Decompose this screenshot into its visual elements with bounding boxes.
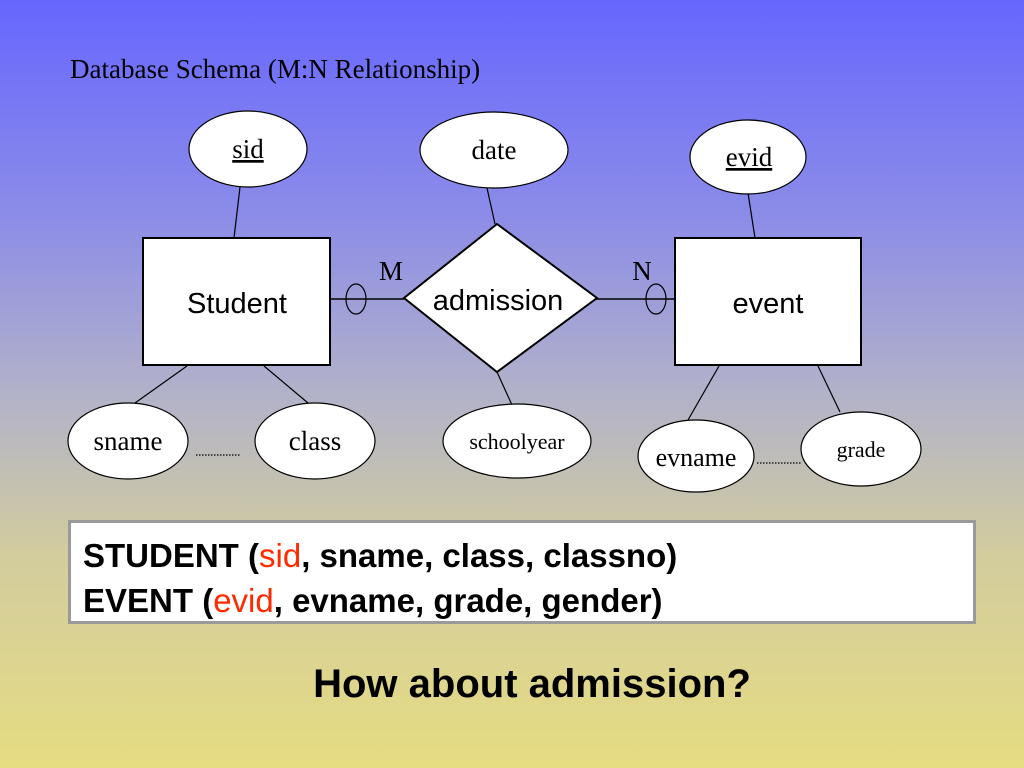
connector-date-admission [486,187,496,225]
connector-sname-student [134,365,188,404]
attribute-evname-label: evname [656,443,737,472]
question-text: How about admission? [313,662,751,706]
entity-event [674,237,862,366]
connector-evid-event [747,192,756,239]
slide-title: Database Schema (M:N Relationship) [70,54,481,84]
attribute-sid [188,110,308,188]
schema-student-prefix: STUDENT ( [83,537,259,574]
schema-event-prefix: EVENT ( [83,582,214,619]
connector-schoolyear-admission [496,371,513,406]
attribute-evid [689,119,807,195]
attribute-sname-label: sname [94,426,163,456]
cardinality-m-label: M [379,256,403,286]
schema-student-rest: , sname, class, classno) [301,537,678,574]
attribute-sname [67,402,189,480]
schema-student-line: STUDENT (sid, sname, class, classno) [83,533,961,578]
attribute-sid-label: sid [232,134,264,164]
cardinality-oval-right [645,283,667,315]
entity-student [142,237,331,366]
connector-sid-student [233,186,241,239]
cardinality-n-label: N [632,256,652,286]
attribute-date-label: date [472,135,517,165]
attribute-evname [637,419,755,493]
cardinality-oval-left [345,283,367,315]
attribute-schoolyear-label: schoolyear [469,429,565,454]
attribute-evid-label: evid [726,142,773,172]
attribute-class [254,402,376,480]
attribute-class-label: class [289,426,341,456]
relationship-admission-label: admission [433,285,564,317]
attribute-date [419,111,569,189]
connector-grade-event [817,365,841,413]
attribute-grade [800,411,922,487]
entity-event-label: event [733,288,804,320]
schema-event-line: EVENT (evid, evname, grade, gender) [83,578,961,623]
connector-class-student [263,365,309,404]
attribute-schoolyear [442,403,592,479]
schema-event-key: evid [213,582,274,619]
schema-box: STUDENT (sid, sname, class, classno) EVE… [68,520,976,624]
relationship-admission [402,222,599,374]
attribute-grade-label: grade [837,437,886,462]
schema-student-key: sid [259,537,302,574]
schema-event-rest: , evname, grade, gender) [273,582,663,619]
connector-evname-event [687,365,720,421]
entity-student-label: Student [187,288,287,320]
